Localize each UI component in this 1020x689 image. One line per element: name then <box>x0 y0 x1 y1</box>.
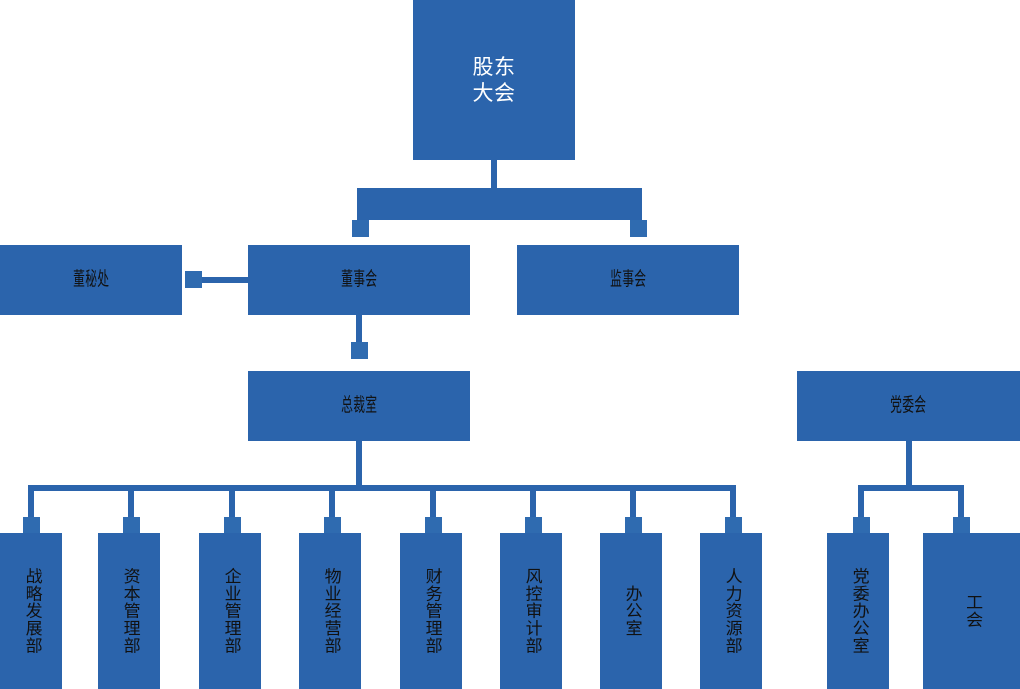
node-department-2[interactable]: 资本管理部 <box>98 533 160 689</box>
node-department-3[interactable]: 企业管理部 <box>199 533 261 689</box>
connector-bar-departments <box>28 485 736 491</box>
connector-drop-party-unit-1 <box>858 485 864 521</box>
node-label: 党委会 <box>890 394 927 417</box>
connector-secretariat-link <box>196 277 252 283</box>
node-label: 风控审计部 <box>521 567 542 655</box>
node-department-4[interactable]: 物业经营部 <box>299 533 361 689</box>
connector-drop-dept-7 <box>630 485 636 521</box>
node-label: 战略发展部 <box>21 567 42 655</box>
node-department-5[interactable]: 财务管理部 <box>400 533 462 689</box>
node-label: 企业管理部 <box>220 567 241 655</box>
connector-nub-dept-2 <box>123 517 140 534</box>
node-label: 董秘处 <box>72 268 110 291</box>
connector-nub-party-unit-1 <box>853 517 870 534</box>
node-label: 人力资源部 <box>721 567 742 655</box>
node-label: 股东 大会 <box>472 54 516 105</box>
connector-drop-dept-6 <box>530 485 536 521</box>
connector-nub-dept-4 <box>324 517 341 534</box>
node-department-1[interactable]: 战略发展部 <box>0 533 62 689</box>
connector-root-stem <box>491 160 497 188</box>
connector-drop-dept-3 <box>229 485 235 521</box>
connector-party-stem <box>906 441 912 485</box>
connector-nub-dept-3 <box>224 517 241 534</box>
node-party-committee[interactable]: 党委会 <box>797 371 1020 441</box>
node-label: 董事会 <box>340 268 378 291</box>
connector-bar-row1 <box>357 188 642 220</box>
node-shareholders-meeting[interactable]: 股东 大会 <box>413 0 575 160</box>
node-department-6[interactable]: 风控审计部 <box>500 533 562 689</box>
connector-drop-dept-1 <box>28 485 34 521</box>
node-party-unit-2[interactable]: 工会 <box>923 533 1020 689</box>
node-label: 党委办公室 <box>848 567 869 655</box>
connector-nub-president <box>351 342 368 359</box>
node-board-of-directors[interactable]: 董事会 <box>248 245 470 315</box>
node-label: 办公室 <box>621 585 642 637</box>
node-label: 监事会 <box>609 268 647 291</box>
connector-president-stem <box>356 441 362 485</box>
connector-board-stem <box>356 315 362 342</box>
connector-nub-dept-7 <box>625 517 642 534</box>
connector-nub-party-unit-2 <box>953 517 970 534</box>
connector-drop-dept-8 <box>730 485 736 521</box>
node-department-7[interactable]: 办公室 <box>600 533 662 689</box>
connector-bar-party-units <box>858 485 964 491</box>
connector-drop-dept-2 <box>128 485 134 521</box>
connector-nub-board <box>352 220 369 237</box>
node-label: 资本管理部 <box>119 567 140 655</box>
connector-nub-dept-8 <box>725 517 742 534</box>
node-label: 物业经营部 <box>320 567 341 655</box>
connector-drop-dept-5 <box>430 485 436 521</box>
connector-nub-dept-5 <box>425 517 442 534</box>
node-party-unit-1[interactable]: 党委办公室 <box>827 533 889 689</box>
connector-nub-dept-1 <box>23 517 40 534</box>
connector-nub-secretariat <box>185 271 202 288</box>
connector-drop-party-unit-2 <box>958 485 964 521</box>
connector-nub-dept-6 <box>525 517 542 534</box>
node-board-of-supervisors[interactable]: 监事会 <box>517 245 739 315</box>
node-presidents-office[interactable]: 总裁室 <box>248 371 470 441</box>
node-department-8[interactable]: 人力资源部 <box>700 533 762 689</box>
node-label: 财务管理部 <box>421 567 442 655</box>
node-label: 总裁室 <box>340 394 378 417</box>
node-label: 工会 <box>962 593 983 629</box>
connector-nub-supervisors <box>630 220 647 237</box>
connector-drop-dept-4 <box>329 485 335 521</box>
node-board-secretariat[interactable]: 董秘处 <box>0 245 182 315</box>
